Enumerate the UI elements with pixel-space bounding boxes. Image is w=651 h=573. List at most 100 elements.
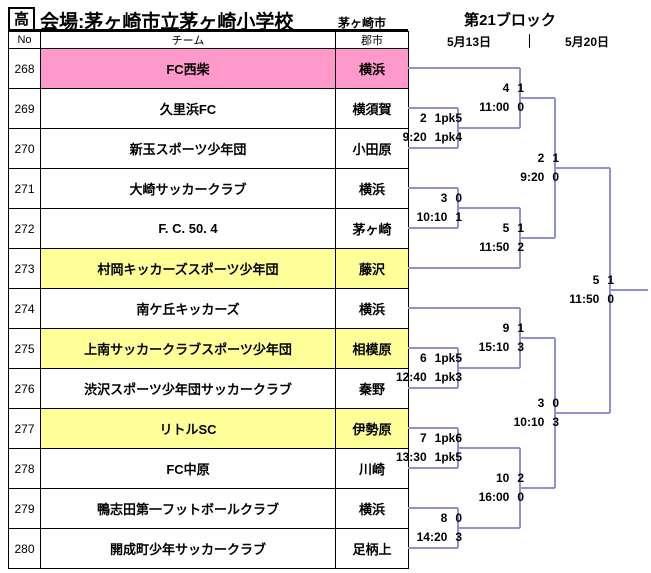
team-no: 274 bbox=[8, 288, 41, 329]
team-no: 277 bbox=[8, 408, 41, 449]
team-city: 秦野 bbox=[335, 368, 409, 409]
match-top-score: 0 bbox=[455, 511, 462, 525]
table-row-273: 273 村岡キッカーズスポーツ少年団 藤沢 bbox=[8, 248, 409, 289]
team-no: 271 bbox=[8, 168, 41, 209]
match-7-time-bottomscore: 14:20 3 bbox=[352, 530, 462, 544]
match-num: 8 bbox=[440, 511, 448, 525]
match-1-time-bottomscore: 9:20 1pk4 bbox=[352, 130, 462, 144]
team-name: 村岡キッカーズスポーツ少年団 bbox=[40, 248, 336, 289]
match-5-time-bottomscore: 12:40 1pk3 bbox=[352, 370, 462, 384]
grade-badge: 高 bbox=[8, 7, 35, 31]
match-time: 12:40 bbox=[395, 370, 427, 384]
team-city: 茅ヶ崎 bbox=[335, 208, 409, 249]
table-row-274: 274 南ケ丘キッカーズ 横浜 bbox=[8, 288, 409, 329]
date-separator: ｜ bbox=[523, 34, 537, 49]
match-1-num-topscore: 2 1pk5 bbox=[352, 111, 462, 125]
title-underline bbox=[8, 29, 408, 31]
match-num: 4 bbox=[502, 81, 510, 95]
team-name: 南ケ丘キッカーズ bbox=[40, 288, 336, 329]
team-no: 269 bbox=[8, 88, 41, 129]
col-header-no: No bbox=[8, 31, 41, 49]
match-time: 14:20 bbox=[416, 530, 448, 544]
team-city: 川崎 bbox=[335, 448, 409, 489]
col-header-team: チーム bbox=[40, 31, 336, 49]
match-bottom-score: 3 bbox=[455, 530, 462, 544]
team-no: 273 bbox=[8, 248, 41, 289]
match-bottom-score: 0 bbox=[552, 170, 559, 184]
match-time: 10:10 bbox=[416, 210, 448, 224]
match-top-score: 2 bbox=[517, 471, 524, 485]
match-bottom-score: 1pk3 bbox=[434, 370, 462, 384]
team-city: 横浜 bbox=[335, 288, 409, 329]
match-6-time-bottomscore: 13:30 1pk5 bbox=[352, 450, 462, 464]
table-row-277: 277 リトルSC 伊勢原 bbox=[8, 408, 409, 449]
table-row-271: 271 大崎サッカークラブ 横浜 bbox=[8, 168, 409, 209]
match-top-score: 1 bbox=[517, 81, 524, 95]
team-city: 相模原 bbox=[335, 328, 409, 369]
team-no: 270 bbox=[8, 128, 41, 169]
match-time: 13:30 bbox=[395, 450, 427, 464]
match-top-score: 1 bbox=[552, 151, 559, 165]
team-city: 藤沢 bbox=[335, 248, 409, 289]
match-time: 11:00 bbox=[479, 100, 510, 114]
match-num: 7 bbox=[419, 431, 427, 445]
team-no: 275 bbox=[8, 328, 41, 369]
team-name: 大崎サッカークラブ bbox=[40, 168, 336, 209]
match-num: 5 bbox=[592, 273, 600, 287]
match-num: 2 bbox=[419, 111, 427, 125]
team-city: 横浜 bbox=[335, 488, 409, 529]
match-num: 5 bbox=[502, 221, 510, 235]
table-row-268: 268 FC西柴 横浜 bbox=[8, 48, 409, 89]
match-top-score: 1pk5 bbox=[434, 351, 462, 365]
team-no: 272 bbox=[8, 208, 41, 249]
team-name: 渋沢スポーツ少年団サッカークラブ bbox=[40, 368, 336, 409]
match-time: 15:10 bbox=[478, 340, 510, 354]
match-bottom-score: 1pk5 bbox=[434, 450, 462, 464]
match-top-score: 1 bbox=[517, 221, 524, 235]
table-row-278: 278 FC中原 川崎 bbox=[8, 448, 409, 489]
venue-city-label: 茅ヶ崎市 bbox=[338, 16, 387, 30]
match-time: 10:10 bbox=[513, 415, 545, 429]
match-num: 10 bbox=[495, 471, 510, 485]
team-name: 開成町少年サッカークラブ bbox=[40, 528, 336, 569]
block-title: 第21ブロック bbox=[464, 12, 556, 29]
table-row-275: 275 上南サッカークラブスポーツ少年団 相模原 bbox=[8, 328, 409, 369]
team-name: リトルSC bbox=[40, 408, 336, 449]
match-bottom-score: 0 bbox=[517, 490, 524, 504]
match-top-score: 1 bbox=[607, 273, 614, 287]
match-top-score: 1pk5 bbox=[434, 111, 462, 125]
team-city: 横浜 bbox=[335, 48, 409, 89]
match-time: 9:20 bbox=[402, 130, 427, 144]
table-row-276: 276 渋沢スポーツ少年団サッカークラブ 秦野 bbox=[8, 368, 409, 409]
match-num: 3 bbox=[440, 191, 448, 205]
match-bottom-score: 2 bbox=[517, 240, 524, 254]
team-name: FC西柴 bbox=[40, 48, 336, 89]
table-row-272: 272 F. C. 50. 4 茅ヶ崎 bbox=[8, 208, 409, 249]
date-first: 5月13日 bbox=[446, 35, 492, 49]
team-city: 伊勢原 bbox=[335, 408, 409, 449]
match-num: 9 bbox=[502, 321, 510, 335]
team-no: 278 bbox=[8, 448, 41, 489]
team-no: 280 bbox=[8, 528, 41, 569]
match-bottom-score: 1pk4 bbox=[434, 130, 462, 144]
col-header-city: 郡市 bbox=[335, 31, 409, 49]
match-bottom-score: 0 bbox=[607, 292, 614, 306]
match-top-score: 1 bbox=[517, 321, 524, 335]
team-name: 上南サッカークラブスポーツ少年団 bbox=[40, 328, 336, 369]
team-no: 276 bbox=[8, 368, 41, 409]
venue-title: 会場:茅ヶ崎市立茅ヶ崎小学校 bbox=[40, 12, 294, 33]
team-name: FC中原 bbox=[40, 448, 336, 489]
match-bottom-score: 3 bbox=[552, 415, 559, 429]
team-table: No チーム 郡市 268 FC西柴 横浜 269 久里浜FC 横須賀 270 … bbox=[8, 31, 409, 569]
